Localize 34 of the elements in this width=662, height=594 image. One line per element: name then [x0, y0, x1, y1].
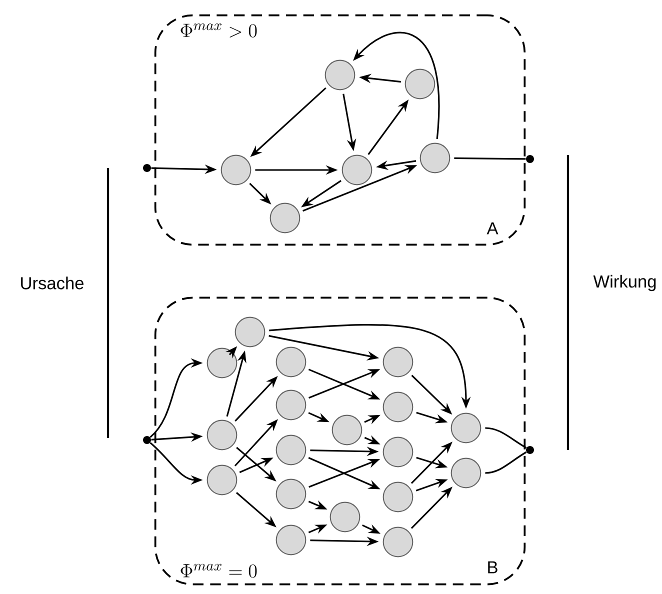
neuron-circle: [330, 502, 360, 532]
neuron-circle: [276, 524, 306, 556]
neuron-circle: [332, 414, 362, 446]
neuron-circle: [382, 436, 414, 468]
terminal-dot: [143, 164, 151, 172]
neuron-circle: [276, 390, 306, 420]
neuron-circle: [382, 392, 414, 422]
terminal-dot: [143, 436, 151, 444]
panel-letter: A: [486, 222, 498, 234]
neuron-circle: [220, 154, 252, 186]
neuron-circle: [342, 154, 372, 186]
neuron-circle: [234, 316, 266, 348]
neuron-circle: [420, 142, 450, 174]
neuron-circle: [324, 60, 356, 90]
neuron-circle: [382, 526, 414, 558]
side-label: Wirkung: [593, 274, 656, 292]
terminal-dot: [526, 446, 534, 454]
neuron-circle: [206, 420, 238, 450]
terminal-dot: [526, 155, 534, 163]
neuron-circle: [276, 478, 306, 510]
neuron-circle: [270, 202, 300, 234]
neuron-circle: [206, 464, 238, 496]
panel-letter: B: [488, 561, 498, 574]
neuron-circle: [276, 434, 306, 466]
neuron-circle: [450, 412, 482, 444]
neuron-circle: [382, 346, 414, 378]
neuron-circle: [382, 482, 414, 512]
side-label: Ursache: [21, 276, 84, 290]
phi-formula: $\Phi^{max} > 0$: [180, 24, 257, 38]
neuron-circle: [206, 348, 238, 378]
phi-formula: $\Phi^{max} = 0$: [180, 564, 257, 578]
neuron-circle: [276, 346, 306, 378]
neuron-circle: [450, 458, 482, 488]
neuron-circle: [404, 68, 436, 100]
